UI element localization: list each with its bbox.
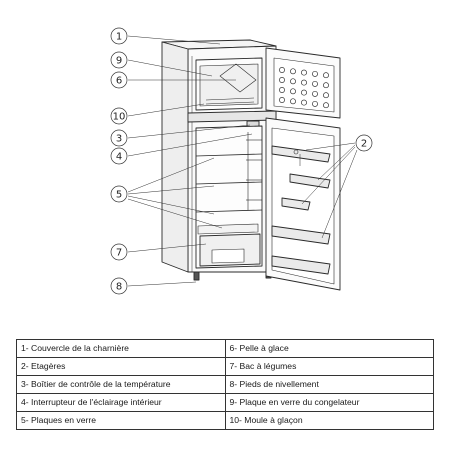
legend-cell: 6- Pelle à glace [224, 339, 434, 358]
svg-text:9: 9 [116, 56, 122, 67]
callout-5: 5 [110, 185, 128, 203]
ice-cube-dot [301, 69, 307, 76]
svg-text:6: 6 [116, 76, 122, 87]
svg-text:10: 10 [113, 112, 126, 123]
callout-4: 4 [110, 147, 128, 165]
ice-cube-dot [279, 77, 285, 83]
callout-8: 8 [110, 277, 128, 295]
ice-cube-dot [301, 99, 307, 106]
legend-cell: 1- Couvercle de la charnière [16, 339, 226, 358]
ice-cube-dot [312, 70, 318, 77]
ice-cube-dot [312, 100, 318, 107]
svg-text:1: 1 [116, 32, 122, 43]
legend-cell: 9- Plaque en verre du congelateur [224, 393, 434, 412]
callout-7: 7 [110, 243, 128, 261]
ice-cube-dot [290, 68, 296, 75]
ice-cube-dot [290, 88, 296, 95]
legend-cell: 10- Moule à glaçon [224, 411, 434, 430]
ice-cube-dot [323, 92, 329, 99]
callout-1: 1 [110, 27, 128, 45]
ice-cube-dot [323, 102, 329, 109]
ice-cube-dot [279, 97, 285, 103]
callout-6: 6 [110, 71, 128, 89]
svg-text:7: 7 [116, 248, 122, 259]
ice-cube-dot [290, 78, 296, 85]
legend-cell: 8- Pieds de nivellement [224, 375, 434, 394]
legend-cell: 3- Boîtier de contrôle de la température [16, 375, 226, 394]
callout-3: 3 [110, 129, 128, 147]
svg-text:4: 4 [116, 152, 122, 163]
ice-cube-pattern [279, 67, 329, 109]
legend-cell: 4- Interrupteur de l'éclairage intérieur [16, 393, 226, 412]
ice-cube-dot [279, 67, 285, 73]
legend-row: 3- Boîtier de contrôle de la température… [16, 375, 434, 394]
svg-text:5: 5 [116, 190, 122, 201]
ice-cube-dot [301, 89, 307, 96]
svg-text:3: 3 [116, 134, 122, 145]
legend-row: 4- Interrupteur de l'éclairage intérieur… [16, 393, 434, 412]
callout-10: 10 [110, 107, 128, 125]
refrigerator-diagram: 1 9 6 10 3 4 5 7 8 2 [110, 27, 373, 295]
ice-cube-dot [312, 90, 318, 97]
ice-cube-dot [323, 82, 329, 89]
ice-cube-dot [323, 72, 329, 79]
parts-legend-table: 1- Couvercle de la charnière 6- Pelle à … [16, 339, 434, 430]
legend-row: 5- Plaques en verre 10- Moule à glaçon [16, 411, 434, 430]
legend-cell: 2- Etagères [16, 357, 226, 376]
legend-row: 1- Couvercle de la charnière 6- Pelle à … [16, 339, 434, 358]
legend-cell: 5- Plaques en verre [16, 411, 226, 430]
callout-9: 9 [110, 51, 128, 69]
svg-text:8: 8 [116, 282, 122, 293]
ice-cube-dot [301, 79, 307, 86]
svg-text:2: 2 [361, 139, 367, 150]
callout-2: 2 [355, 134, 373, 152]
ice-cube-dot [312, 80, 318, 87]
ice-cube-dot [279, 87, 285, 93]
legend-cell: 7- Bac à légumes [224, 357, 434, 376]
ice-cube-dot [290, 98, 296, 105]
legend-row: 2- Etagères 7- Bac à légumes [16, 357, 434, 376]
